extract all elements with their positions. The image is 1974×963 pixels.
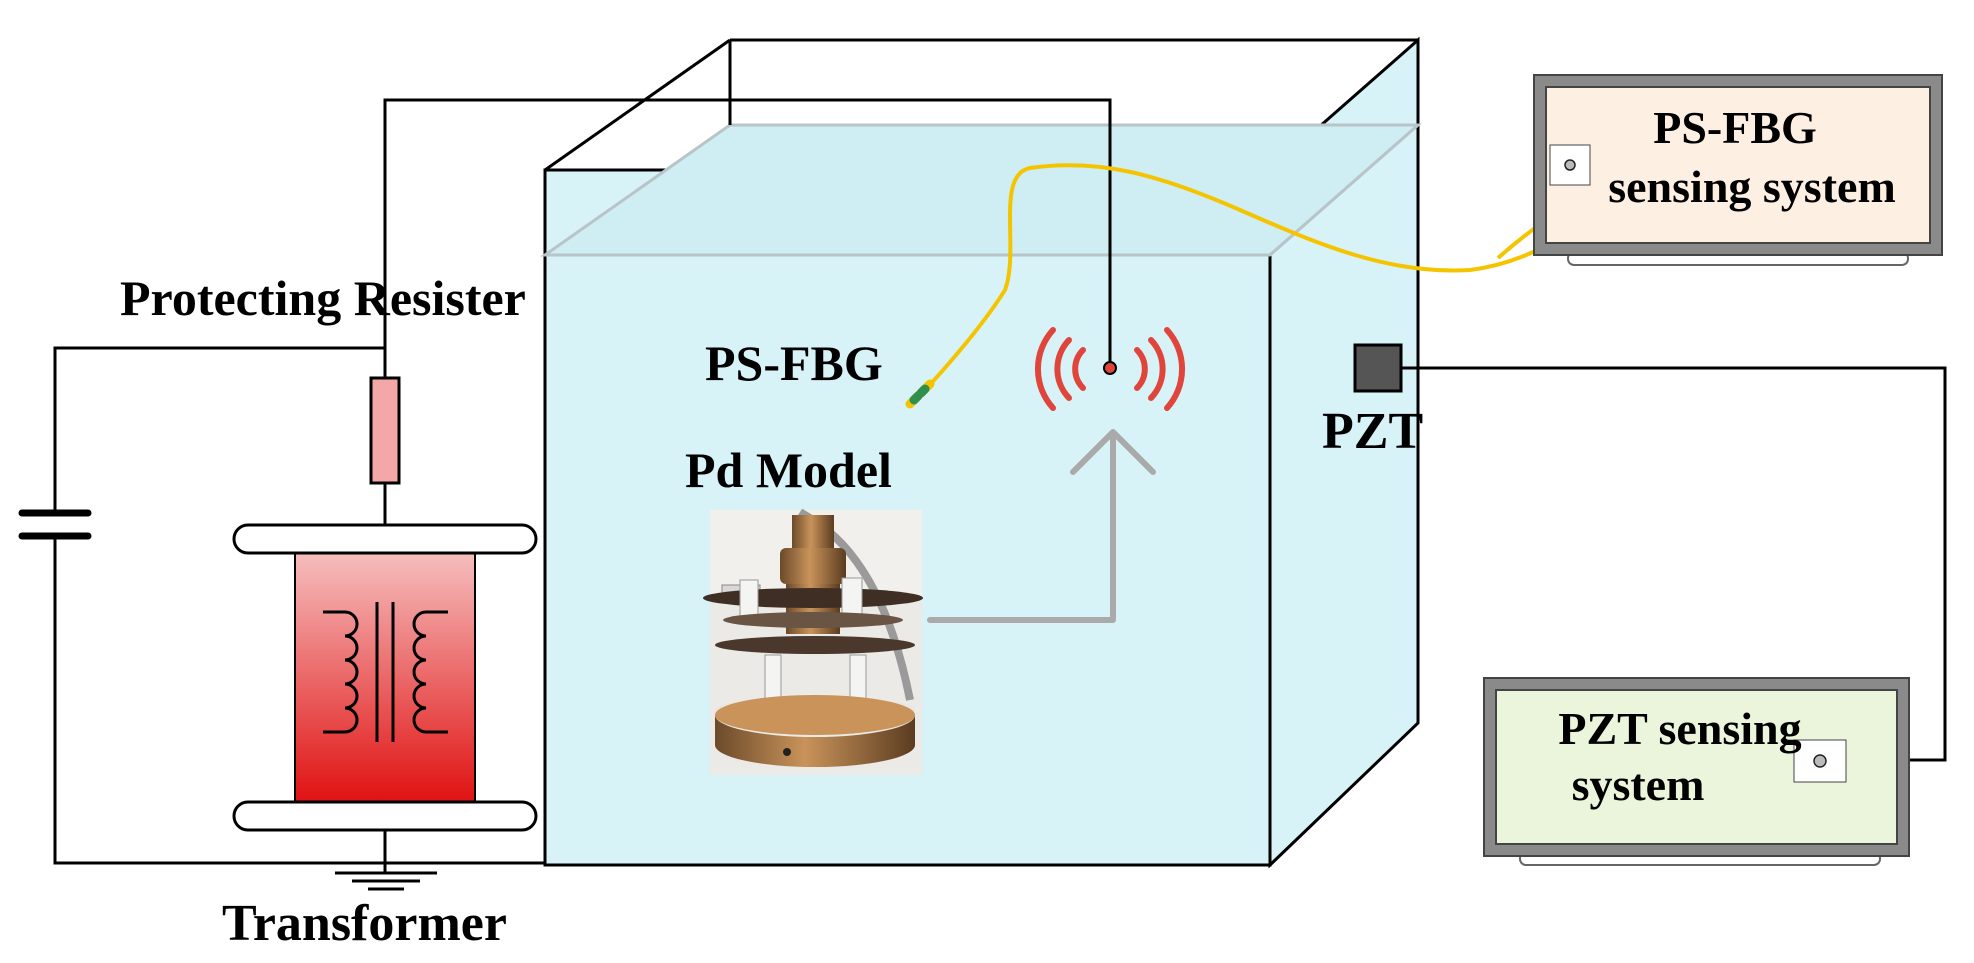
ps-fbg-label: PS-FBG [705,335,883,391]
water-surface [540,123,1422,257]
capacitor-wire-bottom [53,536,545,865]
transformer-top-plate [232,523,538,555]
ps-fbg-monitor-screen [1545,86,1931,244]
capacitor-symbol [18,509,92,540]
protecting-resister [369,376,401,485]
protecting-resister-label: Protecting Resister [120,270,526,326]
pd-model-label: Pd Model [685,442,892,498]
pzt-sensor [1353,343,1403,393]
discharge-source-icon [1103,361,1117,375]
ground-symbol [335,871,437,891]
pzt-port-connector-icon [1813,754,1827,768]
transformer [232,523,538,832]
pzt-label: PZT [1322,403,1423,460]
tank-top-left-edge [544,38,731,172]
ps-fbg-system-label-line2: sensing system [1608,161,1896,212]
ps-fbg-system-label-line1: PS-FBG [1653,102,1817,153]
pzt-sensing-system-monitor [1483,677,1910,866]
pzt-system-label-line2: system [1572,759,1705,810]
hv-circuit [53,98,1112,873]
transformer-body [294,539,476,806]
ps-fbg-sensor-icon [905,379,935,409]
capacitor-wire-top [53,346,385,510]
propagation-arrow [927,429,1156,623]
pd-model-photo [703,508,923,775]
ps-fbg-sensing-system-monitor [1533,74,1943,266]
transformer-label: Transformer [222,895,507,952]
pzt-system-label-line1: PZT sensing [1558,703,1801,754]
ps-fbg-port-connector-icon [1564,159,1576,171]
transformer-bottom-plate [232,800,538,832]
hv-wire [383,98,1112,378]
transformer-coil-symbol [323,602,448,742]
signal-wave-icon [1034,327,1186,411]
water-tank [540,36,1422,869]
tank-side-face [1268,36,1420,869]
